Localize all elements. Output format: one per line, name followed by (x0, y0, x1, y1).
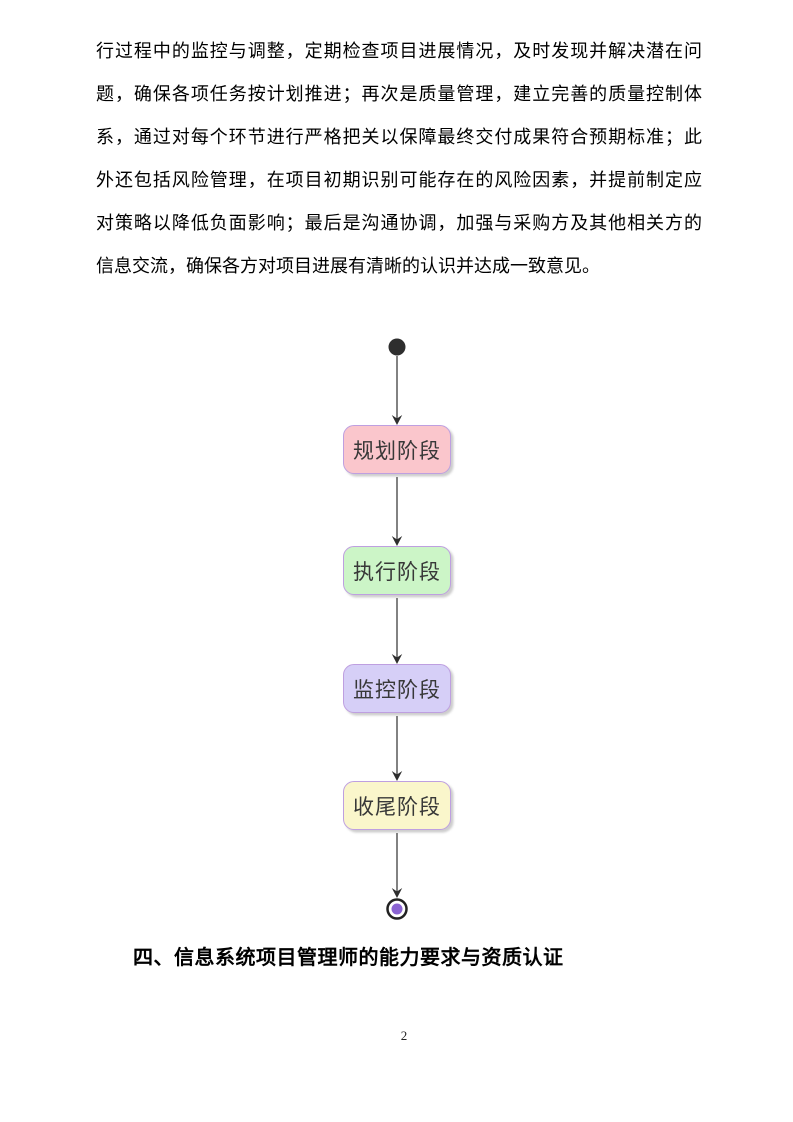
text-line: 题，确保各项任务按计划推进；再次是质量管理，建立完善的质量控制体 (96, 84, 702, 104)
arrow (391, 716, 403, 781)
paragraph: 行过程中的监控与调整，定期检查项目进展情况，及时发现并解决潜在问 题，确保各项任… (96, 30, 702, 288)
section-heading: 四、信息系统项目管理师的能力要求与资质认证 (133, 947, 564, 969)
text-line: 信息交流，确保各方对项目进展有清晰的认识并达成一致意见。 (96, 256, 600, 276)
arrow (391, 598, 403, 664)
text-line: 系，通过对每个环节进行严格把关以保障最终交付成果符合预期标准；此 (96, 127, 702, 147)
start-node-icon (388, 338, 406, 356)
flowchart-connectors (386, 338, 408, 920)
flow-node-monitoring: 监控阶段 (343, 664, 451, 713)
text-line: 行过程中的监控与调整，定期检查项目进展情况，及时发现并解决潜在问 (96, 41, 702, 61)
text-line: 对策略以降低负面影响；最后是沟通协调，加强与采购方及其他相关方的 (96, 213, 702, 233)
text-line: 外还包括风险管理，在项目初期识别可能存在的风险因素，并提前制定应 (96, 170, 702, 190)
flow-node-closing: 收尾阶段 (343, 781, 451, 830)
flow-node-planning: 规划阶段 (343, 425, 451, 474)
arrow (391, 833, 403, 898)
flow-node-execution: 执行阶段 (343, 546, 451, 595)
arrow (391, 477, 403, 546)
arrow (391, 356, 403, 425)
page-number: 2 (400, 1028, 408, 1043)
end-node-icon (386, 898, 408, 920)
